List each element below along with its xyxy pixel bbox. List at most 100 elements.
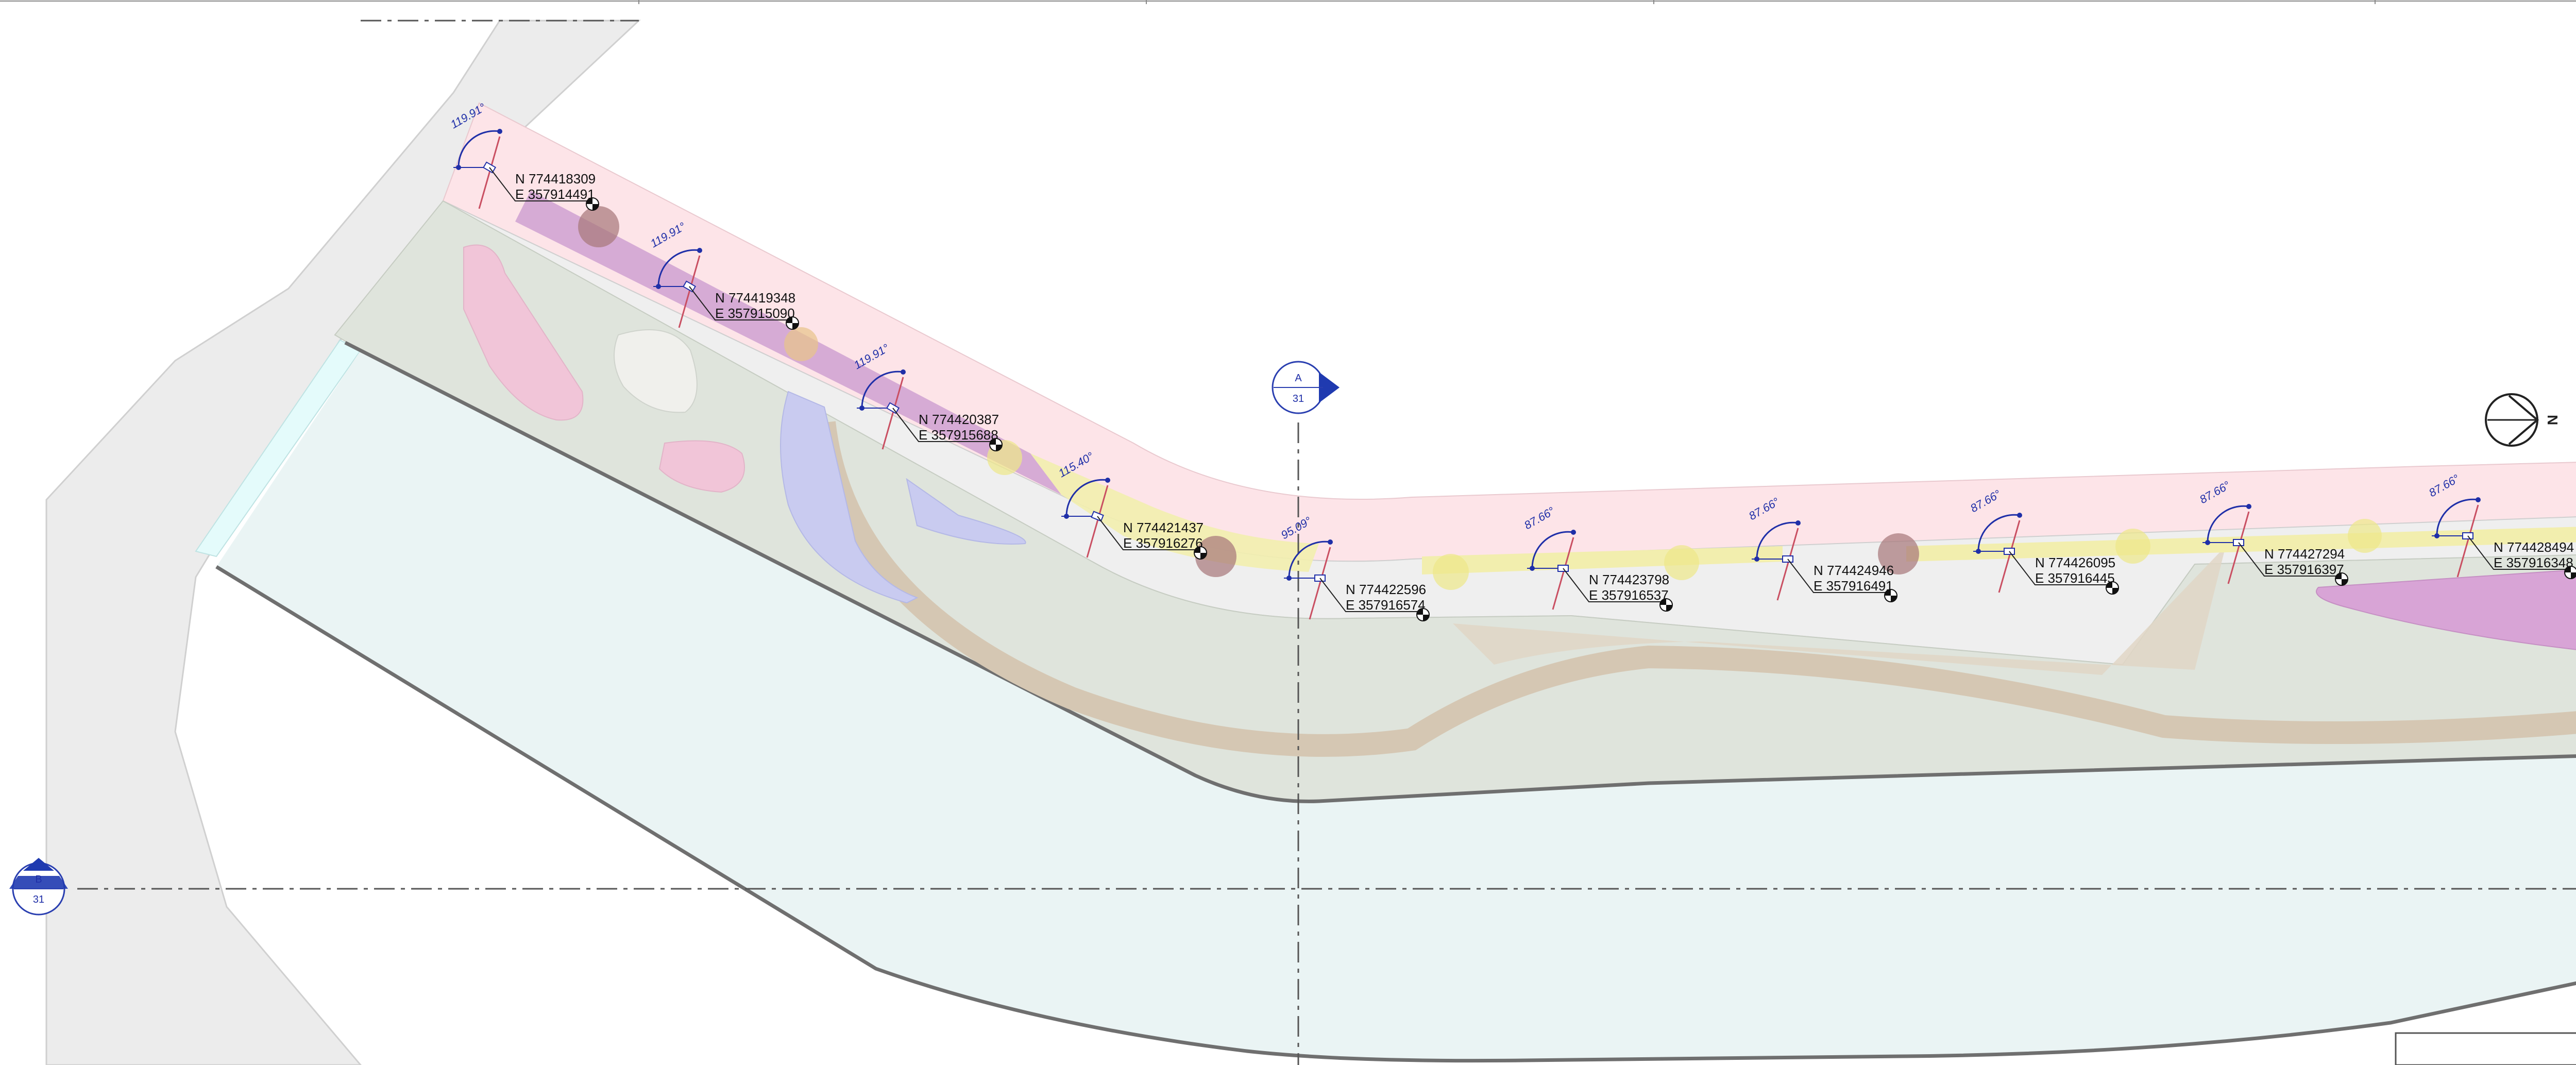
coordinate-leader [689, 286, 795, 320]
angle-dimension-node [1795, 520, 1801, 526]
angle-dimension-node [859, 405, 865, 411]
angle-dimension-node [656, 284, 661, 289]
northing-label: N 774427294 [2264, 546, 2345, 562]
coordinate-leader [1787, 559, 1893, 593]
easting-label: E 357916537 [1589, 587, 1669, 603]
angle-dimension-node [2017, 513, 2022, 518]
angle-dimension-node [1064, 514, 1069, 519]
coordinate-leader [2238, 542, 2344, 577]
water-edge-upper [344, 341, 2576, 803]
angle-dimension-node [497, 129, 502, 134]
angle-dimension-node [1328, 539, 1333, 545]
section-marker-b[interactable]: B 31 [9, 858, 68, 916]
angle-dimension-arc [457, 130, 500, 168]
easting-label: E 357916445 [2035, 570, 2115, 586]
survey-target-fill [2106, 582, 2119, 594]
chainage-tick [1776, 528, 1799, 601]
yellow-strip-1 [1030, 453, 1319, 572]
angle-dimension-node [901, 369, 906, 375]
survey-target-fill [1885, 589, 1897, 602]
section-marker-a[interactable]: A 31 [1272, 361, 1340, 414]
easting-label: E 357915090 [715, 306, 795, 321]
survey-target-fill [1660, 599, 1672, 611]
angle-dimension-arc [1531, 531, 1574, 569]
path-junction-area [1453, 546, 2226, 675]
planting-bed-blue-1 [780, 391, 919, 604]
angle-dimension-node [2434, 533, 2439, 538]
coordinate-leader [489, 167, 595, 201]
title-block-corner [2395, 1032, 2576, 1065]
planting-bed-pink-1 [463, 244, 584, 421]
coordinate-leader [892, 408, 998, 442]
survey-target-fill [2335, 573, 2348, 585]
northing-label: N 774424946 [1814, 563, 1894, 578]
survey-target-fill [1417, 608, 1429, 621]
northing-label: N 774423798 [1589, 572, 1669, 587]
planting-bed-purple [2316, 569, 2576, 650]
angle-dimension-node [1571, 530, 1576, 535]
water-edge-lower [215, 565, 2576, 1063]
chainage-tick [1998, 520, 2021, 593]
angle-dimension-arc [657, 249, 700, 287]
chainage-tick [678, 255, 701, 328]
survey-target-fill [786, 317, 799, 329]
angle-dimension-node [697, 248, 702, 253]
north-label: N [2545, 415, 2561, 425]
easting-label: E 357916348 [2494, 555, 2573, 570]
angle-dimension-arc [2436, 498, 2479, 536]
angle-dimension-arc [1977, 514, 2020, 552]
chainage-tick [478, 136, 501, 209]
angle-dimension-node [1530, 566, 1535, 571]
coordinate-leader [1563, 568, 1669, 602]
chainage-tick [1552, 537, 1574, 610]
north-arrow: N [2485, 393, 2561, 447]
survey-target-fill [586, 198, 599, 210]
planting-bed-pink-2 [658, 440, 745, 493]
section-marker-a-id: A [1295, 373, 1302, 384]
northing-label: N 774426095 [2035, 555, 2115, 570]
angle-dimension-node [2246, 504, 2251, 509]
chainage-tick [2456, 504, 2479, 578]
tree-symbols [578, 206, 2382, 590]
angle-dimension-arc [1756, 521, 1799, 560]
water-body [216, 350, 2576, 1061]
easting-label: E 357916491 [1814, 578, 1893, 594]
chainage-tick [1309, 547, 1331, 620]
planting-bed-blue-2 [906, 478, 1026, 545]
easting-label: E 357914491 [515, 187, 595, 202]
easting-label: E 357916397 [2264, 562, 2344, 577]
survey-target-fill [2565, 566, 2576, 579]
chainage-tick [882, 377, 904, 450]
easting-label: E 357916276 [1123, 535, 1203, 551]
survey-target-fill [990, 438, 1002, 451]
sheet-frame [0, 0, 2576, 4]
angle-dimension-node [1286, 576, 1292, 581]
section-marker-a-sheet: 31 [1293, 393, 1304, 404]
angle-dimension-node [1105, 478, 1110, 483]
angle-dimension-arc [2207, 505, 2249, 543]
coordinate-leader [1097, 516, 1203, 550]
easting-label: E 357916574 [1346, 597, 1426, 613]
angle-dimension-node [1976, 549, 1981, 554]
section-lines [77, 20, 2576, 1065]
angle-dimension-arc [1065, 479, 1108, 517]
angle-dimension-node [456, 165, 461, 170]
northing-label: N 774420387 [919, 412, 999, 427]
angle-dimension-node [2476, 497, 2481, 502]
angle-dimension-node [2205, 540, 2210, 545]
northing-label: N 774419348 [715, 290, 795, 306]
easting-label: E 357915688 [919, 427, 998, 443]
coordinate-leader [2467, 535, 2573, 570]
section-marker-b-id: B [35, 874, 42, 885]
coordinate-leader [2009, 551, 2115, 585]
survey-target-fill [1194, 547, 1207, 559]
angle-dimension-arc [1288, 540, 1331, 579]
chainage-tick [1086, 485, 1109, 558]
northing-label: N 774428494 [2494, 539, 2574, 555]
coordinate-leader [1319, 578, 1426, 612]
